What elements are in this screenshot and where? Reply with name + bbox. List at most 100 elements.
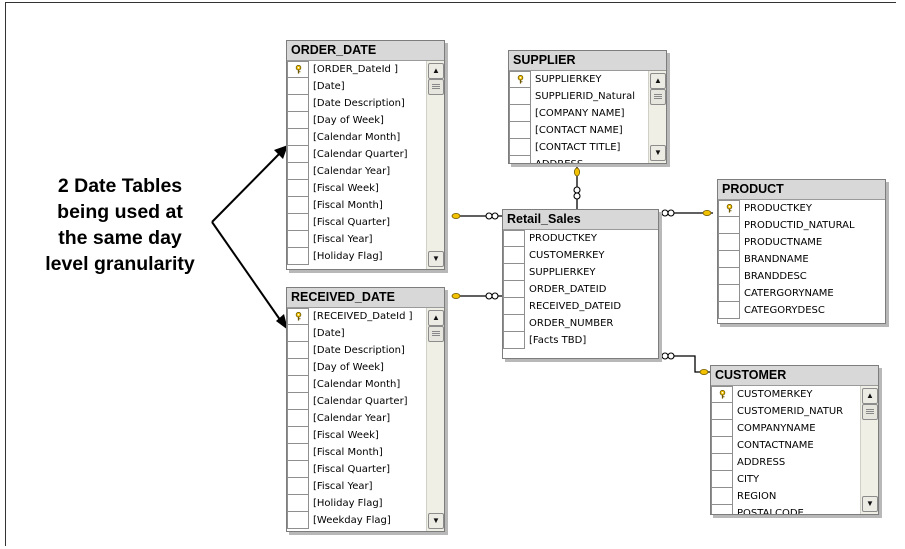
column-row[interactable]: [Holiday Flag] bbox=[287, 248, 426, 265]
column-row[interactable]: [Fiscal Week] bbox=[287, 180, 426, 197]
column-row[interactable]: [COMPANY NAME] bbox=[509, 105, 648, 122]
column-row[interactable]: [ORDER_DateId ] bbox=[287, 61, 426, 78]
table-title[interactable]: RECEIVED_DATE bbox=[287, 288, 444, 308]
column-row[interactable]: [Fiscal Year] bbox=[287, 478, 426, 495]
table-title[interactable]: CUSTOMER bbox=[711, 366, 878, 386]
column-row[interactable]: PRODUCTKEY bbox=[718, 200, 885, 217]
row-selector[interactable] bbox=[287, 325, 309, 342]
scroll-thumb[interactable] bbox=[862, 404, 878, 420]
column-row[interactable]: CUSTOMERKEY bbox=[711, 386, 860, 403]
row-selector[interactable] bbox=[503, 332, 525, 349]
column-row[interactable]: [Weekday Flag] bbox=[287, 512, 426, 529]
scroll-down-button[interactable]: ▼ bbox=[428, 513, 444, 529]
row-selector[interactable] bbox=[509, 122, 531, 139]
row-selector[interactable] bbox=[287, 61, 309, 78]
row-selector[interactable] bbox=[509, 88, 531, 105]
row-selector[interactable] bbox=[718, 234, 740, 251]
row-selector[interactable] bbox=[509, 139, 531, 156]
column-row[interactable]: ADDRESS bbox=[711, 454, 860, 471]
column-row[interactable]: [CONTACT TITLE] bbox=[509, 139, 648, 156]
vertical-scrollbar[interactable]: ▲▼ bbox=[426, 308, 444, 531]
row-selector[interactable] bbox=[503, 298, 525, 315]
column-row[interactable]: COMPANYNAME bbox=[711, 420, 860, 437]
row-selector[interactable] bbox=[287, 512, 309, 529]
row-selector[interactable] bbox=[287, 376, 309, 393]
column-row[interactable]: [RECEIVED_DateId ] bbox=[287, 308, 426, 325]
row-selector[interactable] bbox=[287, 197, 309, 214]
row-selector[interactable] bbox=[287, 112, 309, 129]
table-title[interactable]: ORDER_DATE bbox=[287, 41, 444, 61]
row-selector[interactable] bbox=[718, 268, 740, 285]
scroll-up-button[interactable]: ▲ bbox=[862, 388, 878, 404]
row-selector[interactable] bbox=[718, 285, 740, 302]
row-selector[interactable] bbox=[711, 488, 733, 505]
row-selector[interactable] bbox=[503, 230, 525, 247]
column-row[interactable]: ORDER_NUMBER bbox=[503, 315, 658, 332]
row-selector[interactable] bbox=[718, 217, 740, 234]
scroll-down-button[interactable]: ▼ bbox=[650, 145, 666, 161]
column-row[interactable]: [Fiscal Quarter] bbox=[287, 461, 426, 478]
row-selector[interactable] bbox=[287, 444, 309, 461]
column-row[interactable]: [Date Description] bbox=[287, 95, 426, 112]
row-selector[interactable] bbox=[711, 386, 733, 403]
row-selector[interactable] bbox=[287, 95, 309, 112]
column-row[interactable]: BRANDDESC bbox=[718, 268, 885, 285]
column-row[interactable]: PRODUCTKEY bbox=[503, 230, 658, 247]
row-selector[interactable] bbox=[287, 495, 309, 512]
scroll-up-button[interactable]: ▲ bbox=[428, 310, 444, 326]
row-selector[interactable] bbox=[287, 461, 309, 478]
scroll-down-button[interactable]: ▼ bbox=[428, 251, 444, 267]
row-selector[interactable] bbox=[718, 200, 740, 217]
column-row[interactable]: [Fiscal Year] bbox=[287, 231, 426, 248]
column-row[interactable]: [Date Description] bbox=[287, 342, 426, 359]
row-selector[interactable] bbox=[711, 505, 733, 514]
row-selector[interactable] bbox=[287, 146, 309, 163]
row-selector[interactable] bbox=[711, 420, 733, 437]
row-selector[interactable] bbox=[287, 248, 309, 265]
column-row[interactable]: [Day of Week] bbox=[287, 359, 426, 376]
row-selector[interactable] bbox=[711, 403, 733, 420]
vertical-scrollbar[interactable]: ▲▼ bbox=[426, 61, 444, 269]
column-row[interactable]: [Date] bbox=[287, 78, 426, 95]
column-row[interactable]: PRODUCTNAME bbox=[718, 234, 885, 251]
row-selector[interactable] bbox=[287, 359, 309, 376]
column-row[interactable]: REGION bbox=[711, 488, 860, 505]
row-selector[interactable] bbox=[287, 342, 309, 359]
column-row[interactable]: [Fiscal Quarter] bbox=[287, 214, 426, 231]
row-selector[interactable] bbox=[503, 247, 525, 264]
table-title[interactable]: SUPPLIER bbox=[509, 51, 666, 71]
row-selector[interactable] bbox=[287, 214, 309, 231]
column-row[interactable]: [Calendar Quarter] bbox=[287, 146, 426, 163]
column-row[interactable]: CITY bbox=[711, 471, 860, 488]
column-row[interactable]: CUSTOMERKEY bbox=[503, 247, 658, 264]
column-row[interactable]: CONTACTNAME bbox=[711, 437, 860, 454]
row-selector[interactable] bbox=[718, 302, 740, 319]
column-row[interactable]: ORDER_DATEID bbox=[503, 281, 658, 298]
column-row[interactable]: CATEGORYDESC bbox=[718, 302, 885, 319]
column-row[interactable]: PRODUCTID_NATURAL bbox=[718, 217, 885, 234]
column-row[interactable]: [Calendar Month] bbox=[287, 376, 426, 393]
scroll-thumb[interactable] bbox=[650, 89, 666, 105]
column-row[interactable]: SUPPLIERKEY bbox=[509, 71, 648, 88]
column-row[interactable]: [Facts TBD] bbox=[503, 332, 658, 349]
column-row[interactable]: BRANDNAME bbox=[718, 251, 885, 268]
row-selector[interactable] bbox=[711, 437, 733, 454]
row-selector[interactable] bbox=[287, 427, 309, 444]
row-selector[interactable] bbox=[287, 129, 309, 146]
column-row[interactable]: [Day of Week] bbox=[287, 112, 426, 129]
column-row[interactable]: RECEIVED_DATEID bbox=[503, 298, 658, 315]
scroll-thumb[interactable] bbox=[428, 79, 444, 95]
row-selector[interactable] bbox=[287, 163, 309, 180]
row-selector[interactable] bbox=[711, 471, 733, 488]
scroll-down-button[interactable]: ▼ bbox=[862, 496, 878, 512]
column-row[interactable]: [Fiscal Month] bbox=[287, 197, 426, 214]
column-row[interactable]: [Calendar Month] bbox=[287, 129, 426, 146]
row-selector[interactable] bbox=[287, 393, 309, 410]
column-row[interactable]: SUPPLIERID_Natural bbox=[509, 88, 648, 105]
row-selector[interactable] bbox=[287, 478, 309, 495]
row-selector[interactable] bbox=[287, 308, 309, 325]
row-selector[interactable] bbox=[509, 156, 531, 163]
